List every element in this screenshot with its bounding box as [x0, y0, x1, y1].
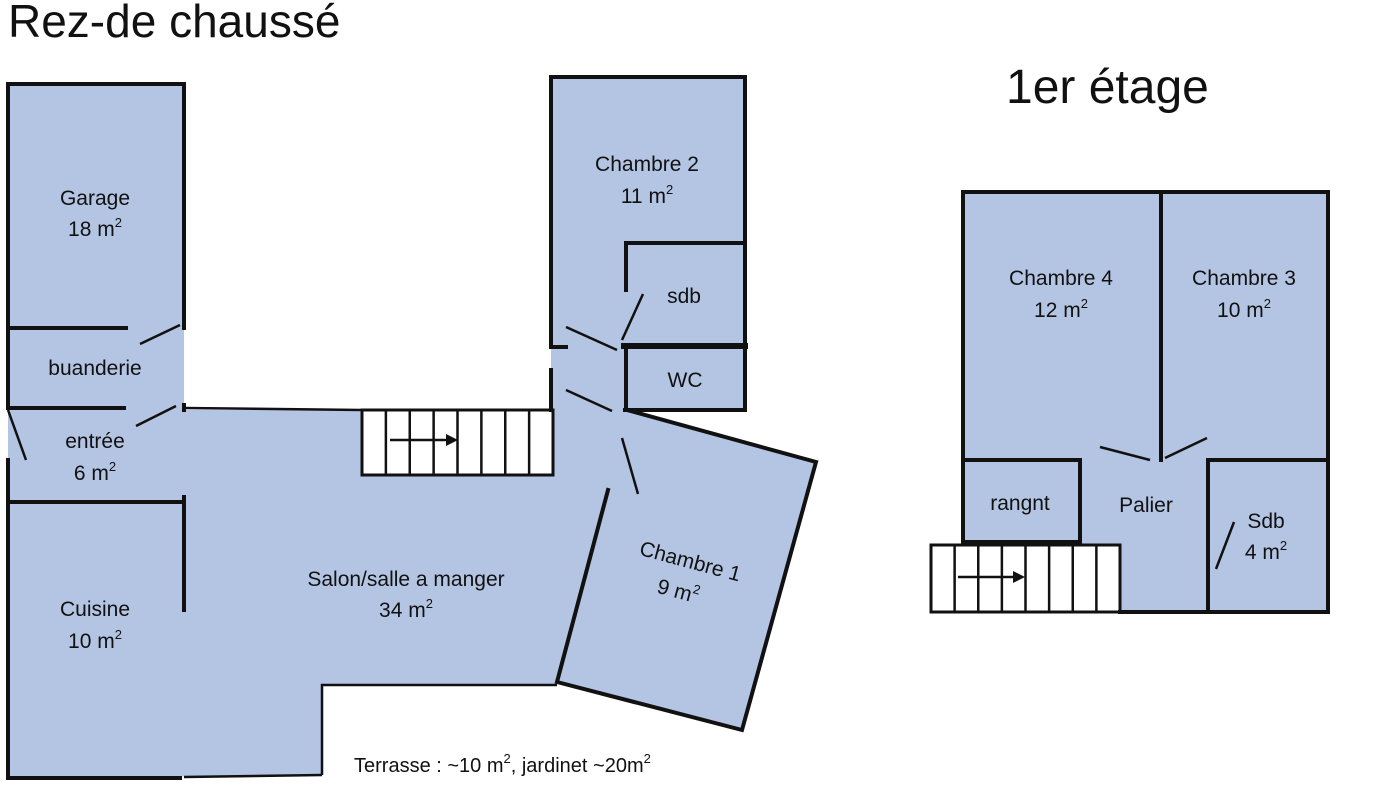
- garage-wall: [6, 82, 186, 407]
- stairs-steps: [384, 410, 531, 475]
- sdb-1st-area: 4 m2: [1245, 538, 1287, 564]
- sdb-1st-label: Sdb: [1247, 510, 1284, 533]
- ground-floor-plan: Garage 18 m2 buanderie entrée 6 m2 Cuisi…: [6, 75, 819, 780]
- chambre4-door: [1099, 445, 1151, 462]
- salon-area: 34 m2: [379, 596, 433, 622]
- first-floor-plan: Chambre 4 12 m2 Chambre 3 10 m2 rangnt P…: [929, 190, 1330, 614]
- chambre2-area: 11 m2: [621, 182, 673, 208]
- ground-floor-title: Rez-de chaussé: [8, 0, 341, 47]
- sdb-door-1st: [1214, 521, 1236, 570]
- chambre3-label: Chambre 3: [1192, 267, 1296, 290]
- stairs-arrow-head: [446, 434, 458, 446]
- wc-door: [565, 388, 613, 413]
- chambre2-walls: [549, 75, 747, 412]
- salon-top-wall: [183, 406, 363, 412]
- first-floor-staircase: [929, 543, 1122, 614]
- first-floor-title: 1er étage: [1006, 61, 1209, 114]
- sdb-door: [620, 293, 645, 341]
- stairs-steps-1st: [953, 545, 1098, 612]
- salon-label: Salon/salle a manger: [307, 568, 504, 591]
- chambre2-label: Chambre 2: [595, 153, 699, 176]
- cuisine-area: 10 m2: [68, 627, 122, 653]
- buanderie-label: buanderie: [48, 357, 141, 380]
- sdb-label: sdb: [667, 285, 701, 308]
- stairs-arrow-head-1st: [1013, 571, 1025, 583]
- garage-label: Garage: [60, 187, 130, 210]
- ground-floor-area: [8, 84, 625, 778]
- chambre1-door: [620, 437, 640, 495]
- chambre3-area: 10 m2: [1217, 296, 1271, 322]
- chambre1-walls: [554, 407, 819, 733]
- palier-label: Palier: [1119, 494, 1173, 517]
- rangement-walls: [961, 458, 1082, 544]
- first-floor-outer-wall: [961, 190, 1330, 614]
- first-floor-area: [963, 192, 1328, 612]
- bottom-wall-thin: [183, 773, 323, 779]
- buanderie-door: [135, 404, 177, 428]
- entree-area: 6 m2: [74, 459, 116, 485]
- terrace-note: Terrasse : ~10 m2, jardinet ~20m2: [354, 751, 651, 777]
- terrace-edge: [320, 683, 557, 775]
- chambre4-area: 12 m2: [1034, 296, 1088, 322]
- garage-door: [139, 323, 181, 346]
- chambre2-door: [565, 325, 618, 352]
- entree-label: entrée: [65, 430, 125, 453]
- chambre1-area: [557, 410, 816, 730]
- cuisine-label: Cuisine: [60, 598, 130, 621]
- front-door: [6, 409, 28, 461]
- garage-area: 18 m2: [68, 215, 122, 241]
- chambre4-label: Chambre 4: [1009, 267, 1113, 290]
- chambre3-door: [1164, 436, 1208, 460]
- wc-label: WC: [668, 369, 703, 392]
- sdb-top-wall: [624, 241, 747, 292]
- ground-floor-staircase: [360, 408, 555, 477]
- rangement-label: rangnt: [990, 492, 1050, 515]
